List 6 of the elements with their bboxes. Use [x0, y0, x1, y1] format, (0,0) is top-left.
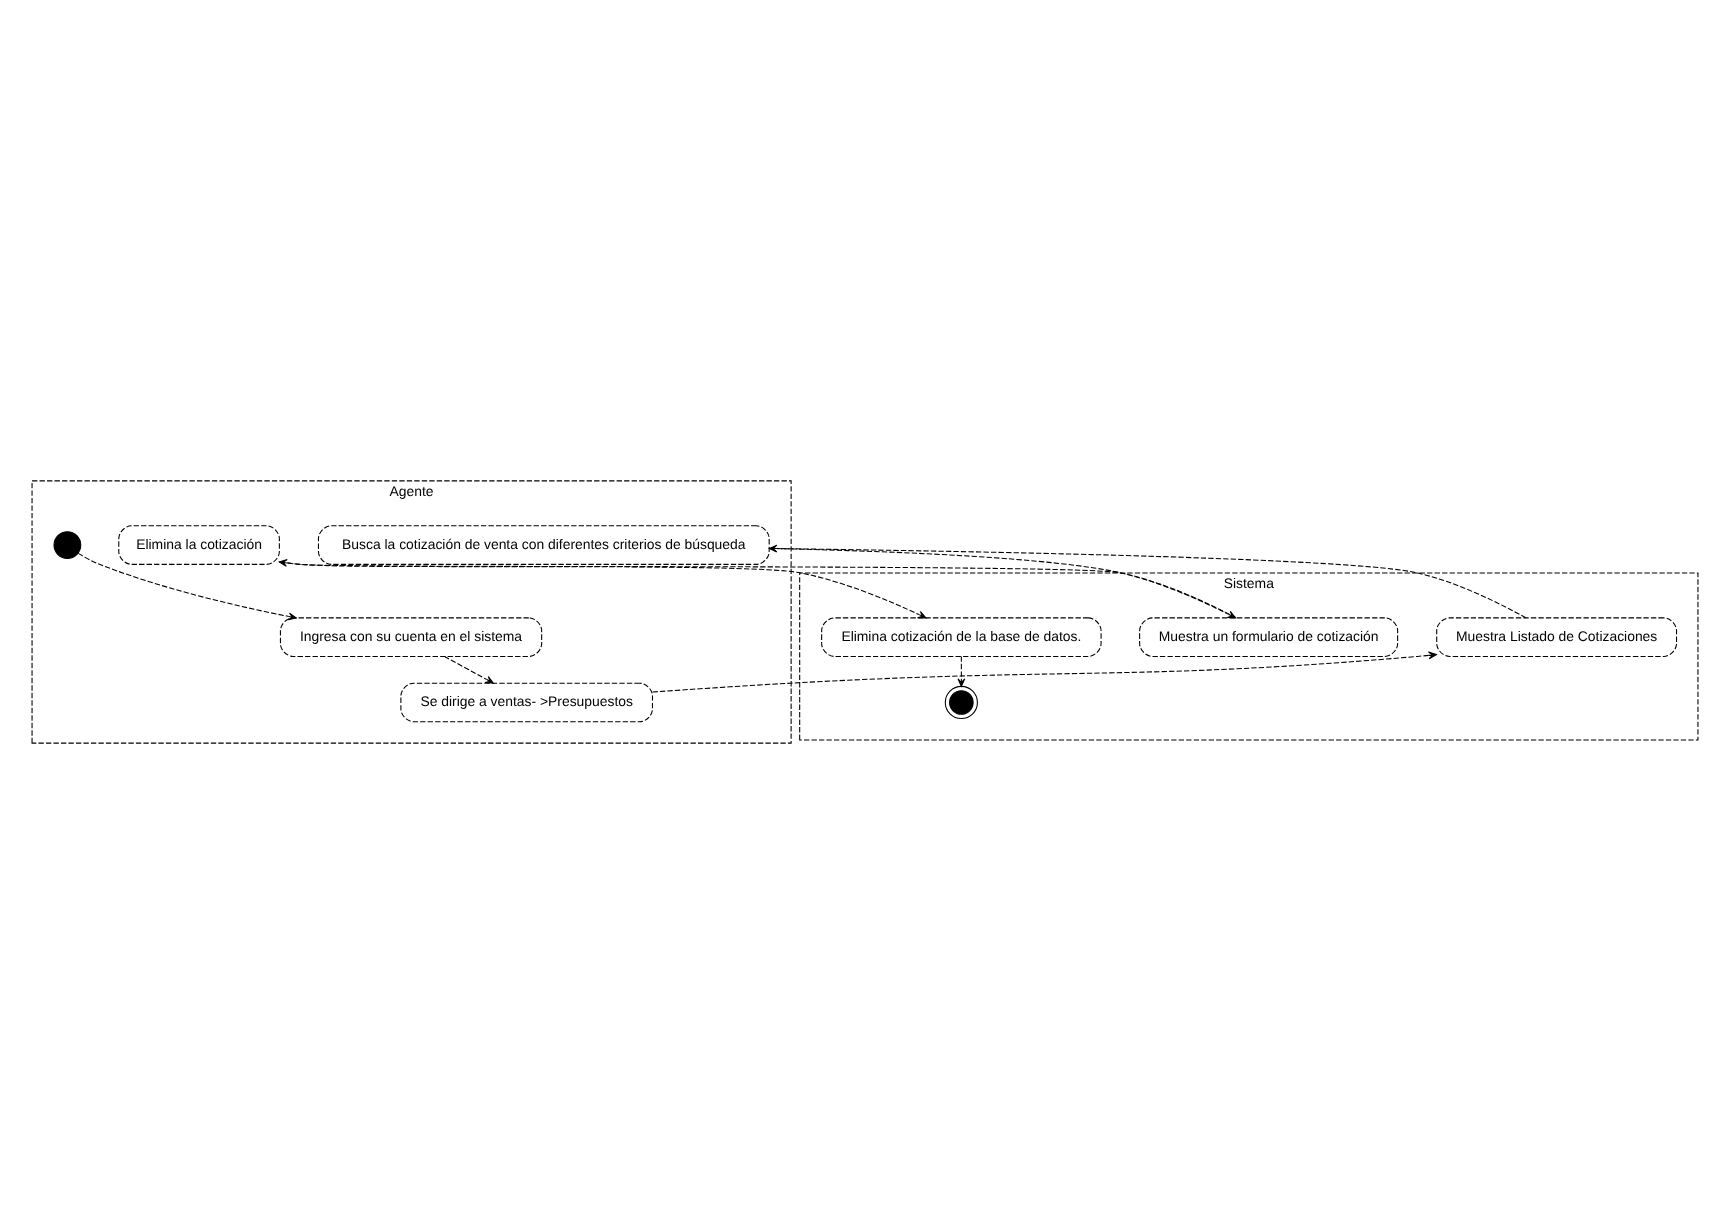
- arrow: [278, 561, 927, 619]
- arrow: [443, 655, 494, 684]
- node-circle: [53, 531, 82, 559]
- arrow: [652, 651, 1437, 693]
- arrow: [77, 552, 297, 621]
- arrow: [957, 655, 966, 687]
